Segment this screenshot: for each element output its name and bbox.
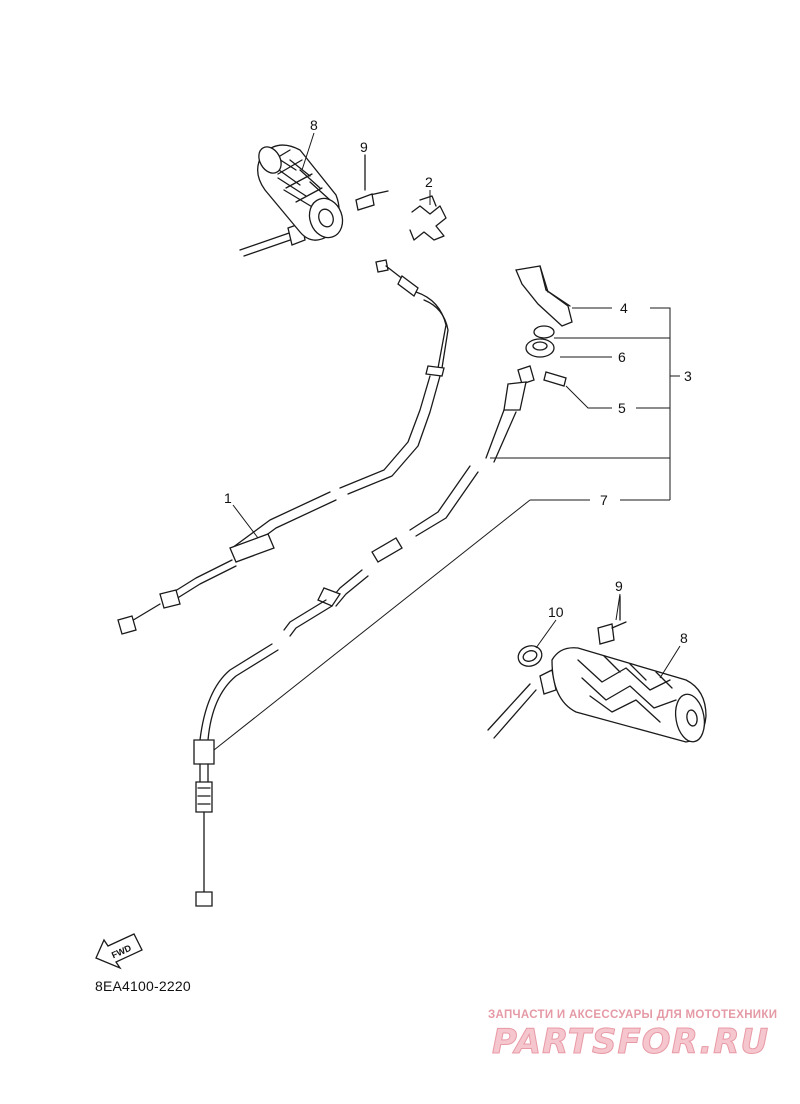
cable-clip bbox=[409, 195, 447, 241]
forward-direction-arrow: FWD bbox=[95, 933, 143, 970]
callout-7: 7 bbox=[600, 492, 608, 508]
throttle-washer bbox=[525, 325, 555, 358]
watermark-tagline: ЗАПЧАСТИ И АКСЕССУАРЫ ДЛЯ МОТОТЕХНИКИ bbox=[488, 1009, 778, 1021]
callout-6: 6 bbox=[618, 349, 626, 365]
leader-5 bbox=[565, 385, 670, 409]
leader-4-bracket bbox=[572, 307, 671, 500]
right-handlebar-grip bbox=[487, 645, 707, 743]
leader-10 bbox=[535, 619, 557, 649]
callout-8-lower: 8 bbox=[680, 630, 688, 646]
leader-8-lower bbox=[659, 645, 681, 679]
callout-8-upper: 8 bbox=[310, 117, 318, 133]
left-handlebar-grip bbox=[239, 144, 344, 257]
callout-10: 10 bbox=[548, 604, 564, 620]
callout-1: 1 bbox=[224, 490, 232, 506]
leader-lines bbox=[213, 132, 681, 751]
callout-9-lower: 9 bbox=[615, 578, 623, 594]
throttle-cable-7 bbox=[193, 365, 535, 907]
callout-4: 4 bbox=[620, 300, 628, 316]
throttle-cable-1 bbox=[117, 259, 449, 635]
leader-9-lower bbox=[615, 593, 621, 621]
callout-2: 2 bbox=[425, 174, 433, 190]
leader-7-diagonal bbox=[213, 499, 531, 751]
callout-9-upper: 9 bbox=[360, 139, 368, 155]
callout-3: 3 bbox=[684, 368, 692, 384]
diagram-code: 8EA4100-2220 bbox=[95, 978, 191, 994]
grip-screw-lower bbox=[597, 595, 627, 645]
throttle-housing-bracket bbox=[515, 265, 573, 327]
throttle-pin bbox=[543, 371, 567, 387]
callout-5: 5 bbox=[618, 400, 626, 416]
grip-screw-upper bbox=[355, 154, 389, 211]
leader-8-upper bbox=[301, 132, 315, 171]
watermark-logo: PARTSFOR.RU bbox=[491, 1022, 770, 1063]
leader-1 bbox=[232, 504, 259, 539]
